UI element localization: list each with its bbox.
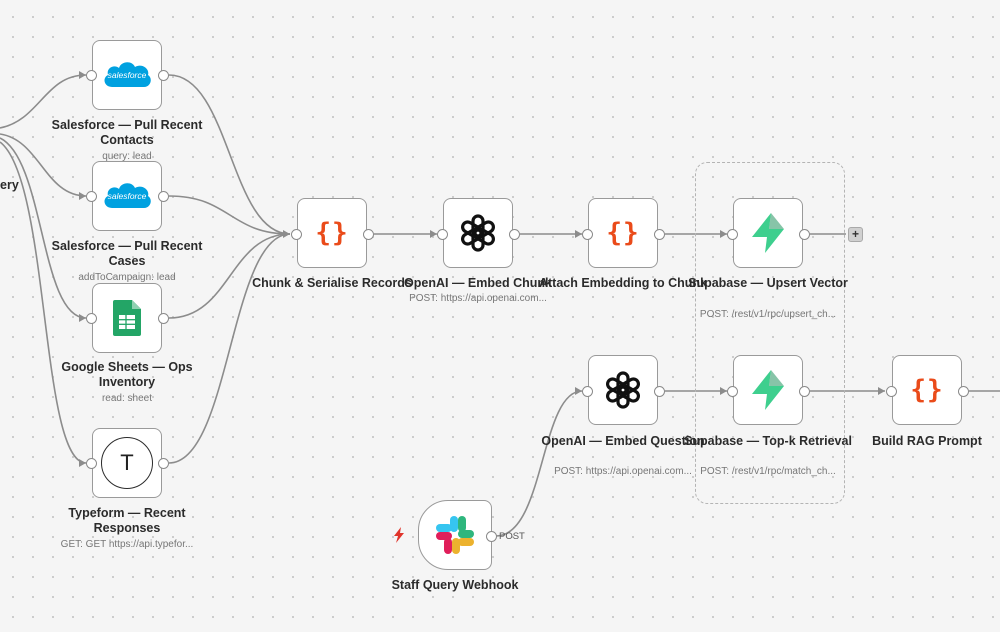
output-port[interactable] [363, 229, 374, 240]
input-port[interactable] [886, 386, 897, 397]
node-openai-embed-question[interactable] [588, 355, 658, 425]
openai-icon [606, 371, 640, 409]
node-title: Chunk & Serialise Records [252, 276, 412, 290]
output-port[interactable] [654, 386, 665, 397]
output-port[interactable] [158, 458, 169, 469]
node-title: Supabase — Top-k Retrieval [684, 434, 852, 448]
node-title: Salesforce — Pull Recent Cases [51, 239, 203, 268]
output-port[interactable] [158, 313, 169, 324]
input-port[interactable] [291, 229, 302, 240]
typeform-icon: T [101, 437, 153, 489]
node-attach-embedding[interactable]: {} [588, 198, 658, 268]
node-chunk-serialise[interactable]: {} [297, 198, 367, 268]
input-port[interactable] [727, 229, 738, 240]
node-title: Google Sheets — Ops Inventory [61, 360, 193, 389]
output-port[interactable] [958, 386, 969, 397]
edge [0, 74, 87, 129]
trigger-bolt-icon [394, 527, 404, 543]
openai-icon [461, 214, 495, 252]
node-subtitle: POST: https://api.openai.com... [409, 293, 547, 304]
node-title: Build RAG Prompt [872, 434, 982, 448]
node-subtitle: POST: https://api.openai.com... [554, 466, 692, 477]
node-staff-query-webhook[interactable] [418, 500, 492, 570]
input-port[interactable] [582, 386, 593, 397]
salesforce-logo-icon: salesforce [104, 62, 151, 87]
output-label: POST [499, 531, 525, 542]
node-subtitle: query: lead [102, 151, 152, 162]
node-title: OpenAI — Embed Chunk [404, 276, 552, 290]
node-title: Typeform — Recent Responses [68, 506, 186, 535]
google-sheets-icon [113, 300, 141, 336]
output-port[interactable] [158, 191, 169, 202]
edge [168, 233, 291, 464]
svg-text:salesforce: salesforce [108, 191, 147, 201]
partial-node-label: ery [0, 178, 19, 192]
node-salesforce-cases[interactable]: salesforce [92, 161, 162, 231]
node-salesforce-contacts[interactable]: salesforce [92, 40, 162, 110]
input-port[interactable] [86, 70, 97, 81]
edge-arrow [575, 230, 582, 238]
edge [168, 233, 291, 319]
edge [0, 141, 87, 464]
edge [495, 390, 583, 537]
node-supabase-upsert[interactable] [733, 198, 803, 268]
salesforce-logo-icon: salesforce [104, 183, 151, 208]
edge-arrow [79, 459, 86, 467]
input-port[interactable] [437, 229, 448, 240]
edge-arrow [878, 387, 885, 395]
sticky-note-group[interactable] [695, 162, 845, 504]
output-port[interactable] [509, 229, 520, 240]
node-subtitle: read: sheet [101, 393, 153, 404]
edge [0, 133, 87, 197]
node-typeform[interactable]: T [92, 428, 162, 498]
edge-arrow [720, 387, 727, 395]
node-google-sheets[interactable] [92, 283, 162, 353]
node-build-rag-prompt[interactable]: {} [892, 355, 962, 425]
node-subtitle: addToCampaign: lead [78, 272, 176, 283]
edge-arrow [575, 387, 582, 395]
node-supabase-topk[interactable] [733, 355, 803, 425]
input-port[interactable] [86, 458, 97, 469]
code-braces-icon: {} [910, 375, 944, 405]
edge [168, 74, 291, 235]
edge-arrow [79, 192, 86, 200]
edge-arrow [283, 230, 290, 238]
code-braces-icon: {} [315, 218, 349, 248]
node-title: OpenAI — Embed Question [541, 434, 705, 448]
edge-arrow [720, 230, 727, 238]
edge-arrow [430, 230, 437, 238]
input-port[interactable] [86, 191, 97, 202]
node-subtitle: GET: GET https://api.typefor... [60, 539, 194, 550]
node-title: Staff Query Webhook [391, 578, 519, 592]
node-title: Supabase — Upsert Vector [688, 276, 848, 290]
code-braces-icon: {} [606, 218, 640, 248]
add-node-button[interactable]: + [848, 227, 863, 242]
supabase-icon [752, 213, 784, 253]
output-port[interactable] [654, 229, 665, 240]
output-port[interactable] [799, 229, 810, 240]
supabase-icon [752, 370, 784, 410]
node-subtitle: POST: /rest/v1/rpc/match_ch... [700, 466, 836, 477]
svg-text:salesforce: salesforce [108, 70, 147, 80]
edge [0, 137, 87, 319]
output-port[interactable] [486, 531, 497, 542]
input-port[interactable] [727, 386, 738, 397]
node-title: Salesforce — Pull Recent Contacts [51, 118, 203, 147]
input-port[interactable] [582, 229, 593, 240]
edge-arrow [79, 314, 86, 322]
edge-arrow [79, 71, 86, 79]
typeform-logo-letter: T [120, 450, 134, 475]
node-title: Attach Embedding to Chunk [538, 276, 708, 290]
edge [168, 195, 291, 235]
node-openai-embed-chunk[interactable] [443, 198, 513, 268]
output-port[interactable] [799, 386, 810, 397]
slack-icon [436, 516, 474, 554]
output-port[interactable] [158, 70, 169, 81]
node-subtitle: POST: /rest/v1/rpc/upsert_ch... [699, 309, 837, 320]
input-port[interactable] [86, 313, 97, 324]
